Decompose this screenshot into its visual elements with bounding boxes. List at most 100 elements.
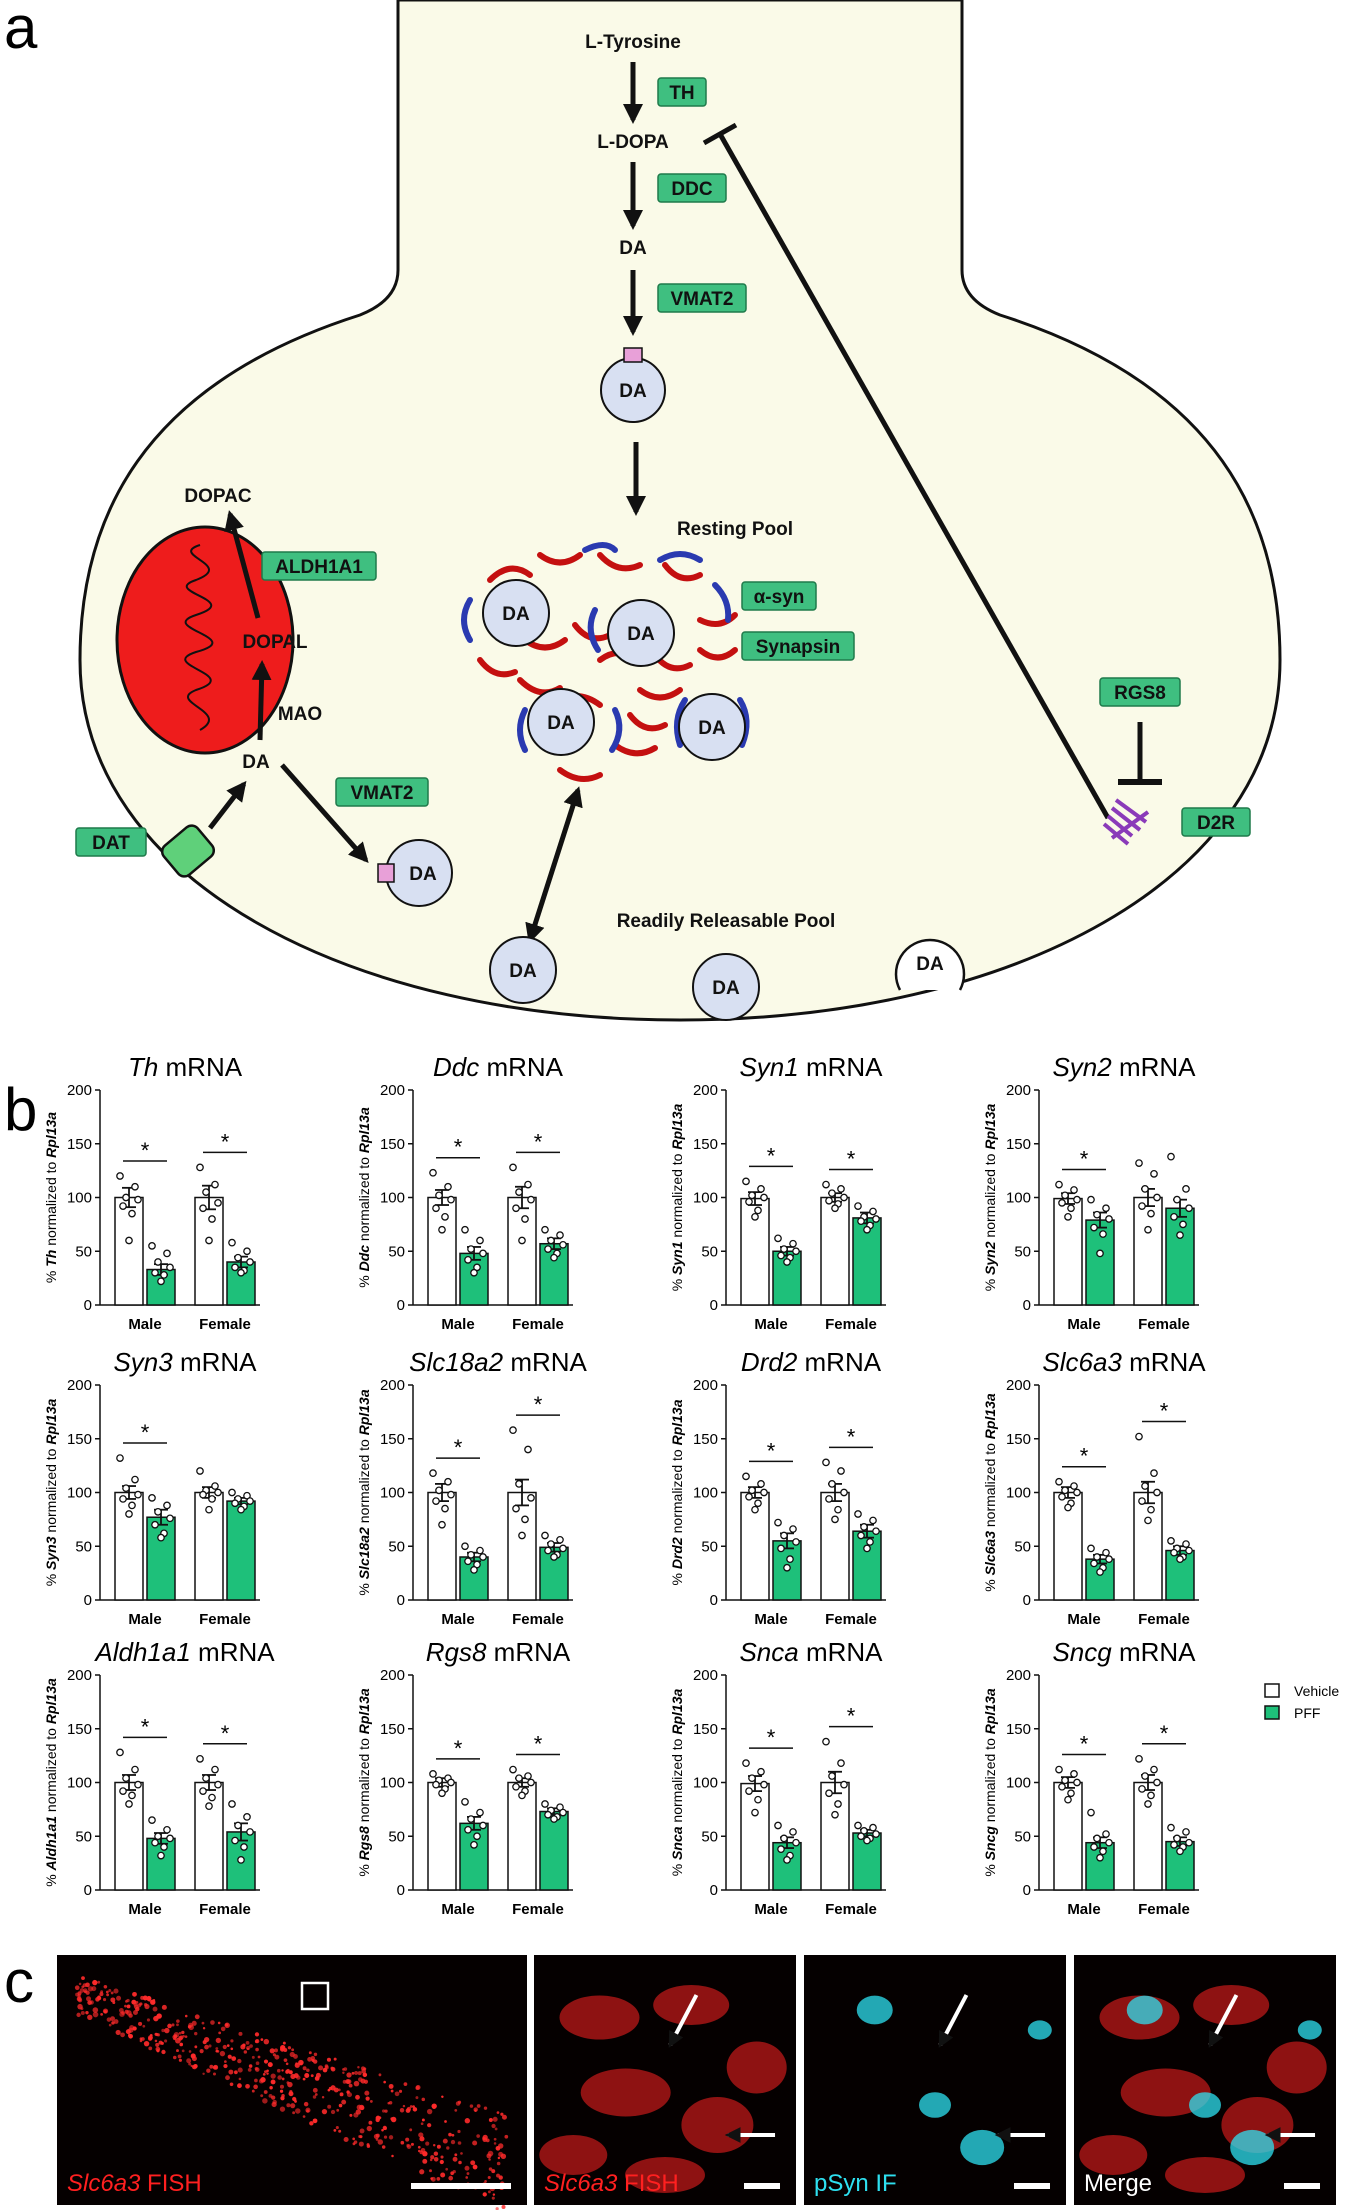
fish-dot [142,1995,148,2001]
chart-drd2: Drd2 mRNA% Drd2 normalized to Rpl13a0501… [669,1347,886,1628]
data-point [1170,1841,1178,1849]
fish-dot [420,2122,424,2126]
fish-dot [342,2071,345,2074]
data-point [1173,1195,1181,1204]
bar-pff [459,1556,489,1601]
fish-dot [419,2169,425,2175]
micrograph-background [804,1955,1066,2205]
fish-dot [484,2180,487,2183]
cell-red [559,1995,640,2040]
data-point [429,1770,437,1778]
scale-bar [744,2183,780,2189]
data-point [199,1490,207,1499]
fish-dot [115,2029,121,2035]
data-point [742,1177,750,1186]
data-point [748,1774,756,1783]
fish-dot [274,2054,280,2060]
data-point [518,1531,526,1540]
data-point [828,1189,836,1198]
data-point [211,1180,219,1189]
fish-dot [85,2010,89,2015]
data-point [205,1236,213,1245]
fish-dot [108,1989,112,1993]
y-axis-label: % Slc6a3 normalized to Rpl13a [982,1393,998,1592]
data-point [154,1258,162,1266]
data-point [541,1531,549,1540]
fish-dot [260,2038,264,2041]
data-point [834,1505,842,1514]
fish-dot [194,2014,200,2020]
data-point [243,1813,251,1821]
data-point [780,1245,788,1253]
fish-dot [352,2137,356,2141]
fish-dot [476,2104,481,2108]
y-tick-label: 50 [701,1828,718,1845]
fish-dot [161,2049,166,2055]
data-point [470,1566,478,1574]
fish-dot [303,2101,309,2107]
fish-dot [381,2145,386,2149]
arrow-dat-da [208,780,247,830]
resting-vesicle-4: DA [678,693,746,761]
fish-dot [155,2032,159,2037]
data-point [1061,1776,1069,1785]
fish-dot [177,2054,182,2059]
fish-dot [470,2160,476,2166]
fish-dot [451,2133,455,2137]
fish-dot [312,2087,318,2093]
micrograph-label: Merge [1084,2170,1152,2197]
fish-dot [231,2056,237,2061]
svg-text:VMAT2: VMAT2 [351,783,414,804]
fish-dot [359,2128,365,2134]
fish-dot [77,1998,83,2003]
bar-pff [226,1500,256,1601]
chart-ddc: Ddc mRNA% Ddc normalized to Rpl13a050100… [356,1052,573,1333]
data-point [780,1531,788,1540]
fish-dot [302,2115,306,2118]
data-point [1141,1482,1149,1490]
fish-dot [188,2024,194,2031]
x-category-label: Male [754,1611,787,1628]
fish-dot [131,1999,137,2005]
data-point [869,1516,877,1525]
fish-dot [417,2145,421,2149]
fish-dot [264,2070,267,2074]
data-point [1096,1568,1104,1576]
fish-dot [318,2065,324,2071]
significance-star: * [141,1138,150,1163]
data-point [166,1263,174,1272]
y-tick-label: 50 [701,1243,718,1260]
data-point [461,1798,469,1806]
fish-dot [429,2169,432,2173]
y-tick-label: 0 [710,1882,718,1899]
data-point [1105,1555,1113,1564]
fish-dot [454,2153,458,2157]
fish-dot [465,2176,469,2179]
fish-dot [202,2072,205,2076]
fish-dot [233,2070,238,2075]
fish-dot [184,2035,188,2039]
data-point [1102,1830,1110,1838]
cell-cyan [1297,2020,1322,2040]
cell-red [580,2068,671,2117]
fish-dot [454,2108,458,2112]
data-point [544,1546,552,1555]
cell-cyan [1230,2129,1275,2166]
fish-dot [110,1991,114,1995]
fish-dot [354,2071,359,2075]
fish-dot [161,2004,167,2010]
data-point [1099,1230,1107,1238]
bar-pff [772,1841,802,1891]
fish-dot [314,2076,320,2081]
data-point [754,1206,762,1215]
fish-dot [442,2138,448,2144]
enzyme-vmat2-left: VMAT2 [335,777,429,807]
y-axis-label: % Snca normalized to Rpl13a [669,1689,685,1877]
data-point [441,1504,449,1513]
y-tick-label: 100 [1006,1485,1031,1502]
bar-pff [1085,1558,1115,1601]
panel-label-a: a [4,0,38,61]
cell-cyan [1126,1995,1163,2025]
fish-dot [307,2057,312,2062]
fish-dot [223,2063,228,2069]
